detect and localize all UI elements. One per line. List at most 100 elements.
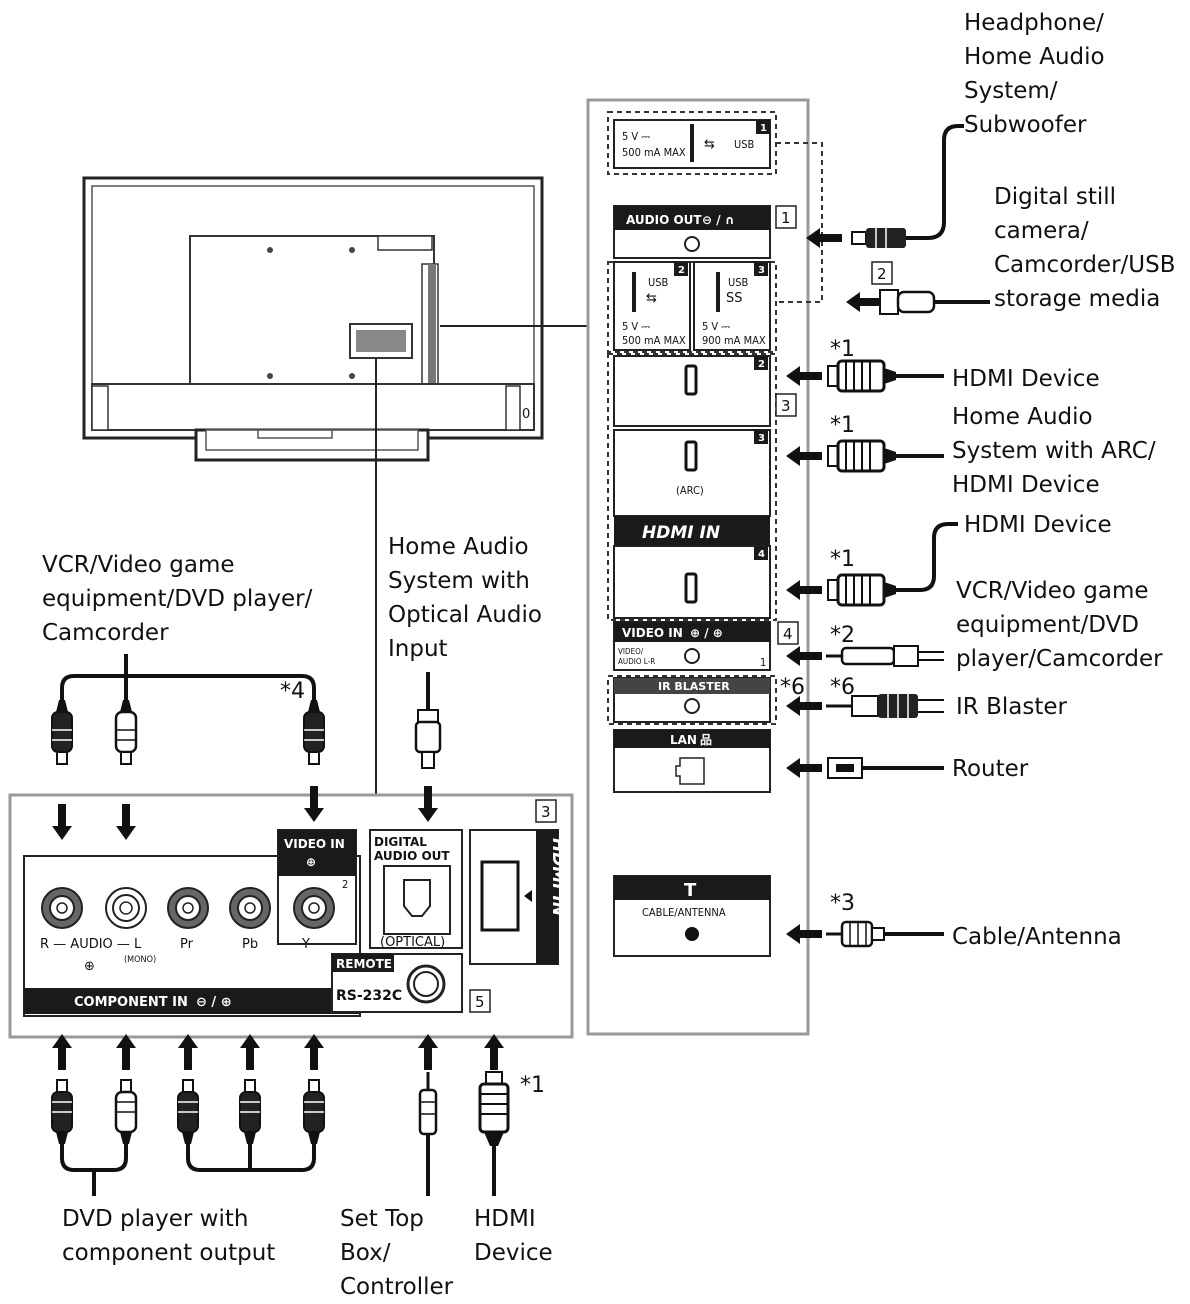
pb-label: Pb [242,937,258,952]
side-connector-panel: 5 V ⎓ 500 mA MAX ⇆ USB 1 AUDIO OUT ⊖ / ∩… [586,98,823,1036]
video-in-socket [684,648,700,664]
label-vcr-right: VCR/Video game equipment/DVD player/Camc… [956,578,1163,672]
tv-rear-view: 0 [82,176,544,462]
video-in-bottom-icon: ⊕ [306,855,316,869]
usb3-label: USB [728,276,749,289]
vcr-rca-audio-r [51,699,73,765]
footnote-6-plug: *6 [830,675,855,700]
dvd-rca-y [303,1079,325,1145]
label-camera-line-2: camera/ [994,218,1089,244]
cable-antenna-socket [685,927,699,941]
arrow-comp-y [304,1034,324,1070]
headphone-jack-icon: ⊖ / ∩ [702,213,735,227]
lan-plug [827,757,944,779]
video-audio-label: VIDEO/ [618,647,644,656]
lan-label: LAN [670,733,697,747]
rs232c-minijack-plug [418,1072,438,1196]
label-arc: Home Audio System with ARC/ HDMI Device [952,404,1156,498]
hdmi4-port [684,572,698,604]
arrow-comp-l [116,1034,136,1070]
usb1-number: 1 [760,123,767,134]
usb2-icon: ⇆ [646,291,657,306]
footnote-6-panel: *6 [780,675,805,700]
digital-label: DIGITAL [374,835,427,849]
label-camera-line-1: Digital still [994,184,1116,210]
optical-label: (OPTICAL) [380,935,445,950]
label-camera: Digital still camera/ Camcorder/USB stor… [994,184,1176,312]
video-in-label: VIDEO IN [622,626,683,640]
optical-port [403,879,431,917]
remote-label: REMOTE [336,957,392,971]
dvd-rca-pr [177,1079,199,1145]
label-arc-line-1: Home Audio [952,404,1093,430]
network-icon: 品 [700,733,712,747]
dvd-rca-pb [239,1079,261,1145]
video-audio-lr-label: AUDIO L-R [618,657,655,666]
hdmi2-port [684,364,698,396]
antenna-plug [826,920,944,948]
label-headphone-line-4: Subwoofer [964,112,1087,138]
vcr-cable-bracket [60,674,316,700]
footnote-2: *2 [830,623,855,648]
arrow-comp-pb [240,1034,260,1070]
r-audio-l-label: R — AUDIO — L [40,937,142,952]
dvd-audio-cable [60,1144,128,1172]
video-in-icon: ⊕ / ⊕ [690,626,723,640]
audio-in-icon: ⊕ [84,959,95,974]
usb1-current: 500 mA MAX [622,146,686,159]
label-ir-blaster: IR Blaster [956,694,1067,720]
usb3-number: 3 [758,265,765,276]
headphone-plug [851,124,964,248]
label-vcr-left-line-2: equipment/DVD player/ [42,586,313,612]
callout-1-side: 1 [781,209,791,227]
ir-blaster-label: IR BLASTER [658,680,730,693]
vcr-rca-video [303,699,325,765]
label-vcr-right-line-1: VCR/Video game [956,578,1149,604]
callout-5-bottom: 5 [475,993,485,1011]
label-vcr-left: VCR/Video game equipment/DVD player/ Cam… [42,552,313,646]
usb1-icon: ⇆ [704,137,715,152]
vcr-rca-audio-l [114,698,138,766]
dvd-rca-audio-r [51,1079,73,1145]
label-dvd-component: DVD player with component output [62,1206,275,1266]
label-headphone-line-3: System/ [964,78,1058,104]
hdmi-plug-1 [826,359,898,393]
callout-4-side: 4 [783,625,793,643]
label-vcr-left-line-1: VCR/Video game [42,552,235,578]
hdmi-in-vertical-label: HDMI IN [548,838,568,916]
arrow-hdmi-bottom [484,1034,504,1070]
label-hdmi-device-bottom-line-2: Device [474,1240,553,1266]
video-in-bottom-number: 2 [342,878,348,891]
usb-plug [879,289,990,315]
footnote-1-hdmi-device: *1 [830,337,855,362]
footnote-1-arc: *1 [830,413,855,438]
pr-socket [167,887,209,929]
label-vcr-right-line-2: equipment/DVD [956,612,1139,638]
audio-out-socket [684,236,700,252]
footnote-1-bottom: *1 [520,1073,545,1098]
hdmi-bottom-port [480,860,520,932]
label-set-top-line-2: Box/ [340,1240,391,1266]
optical-plug [414,709,442,769]
label-optical: Home Audio System with Optical Audio Inp… [388,534,542,662]
hdmi-arc-label: (ARC) [676,484,704,497]
label-set-top-line-3: Controller [340,1274,454,1300]
hdmi3-port [684,440,698,472]
video-minijack-plug [826,645,944,667]
usb2-number: 2 [678,265,685,276]
footnote-1-hdmi-4: *1 [830,547,855,572]
label-optical-line-1: Home Audio [388,534,529,560]
audio-r-socket [41,887,83,929]
label-hdmi-device-2: HDMI Device [964,512,1112,538]
rs232c-label: RS-232C [336,988,402,1004]
arrow-comp-r [52,1034,72,1070]
label-camera-line-3: Camcorder/USB [994,252,1176,278]
label-cable-antenna: Cable/Antenna [952,924,1122,950]
hdmi4-number: 4 [758,549,765,560]
label-headphone-line-2: Home Audio [964,44,1105,70]
label-arc-line-2: System with ARC/ [952,438,1156,464]
label-optical-line-4: Input [388,636,448,662]
audio-out-label: AUDIO OUT [626,213,702,227]
video-in-bottom-label: VIDEO IN [284,837,345,851]
label-headphone: Headphone/ Home Audio System/ Subwoofer [964,10,1105,138]
